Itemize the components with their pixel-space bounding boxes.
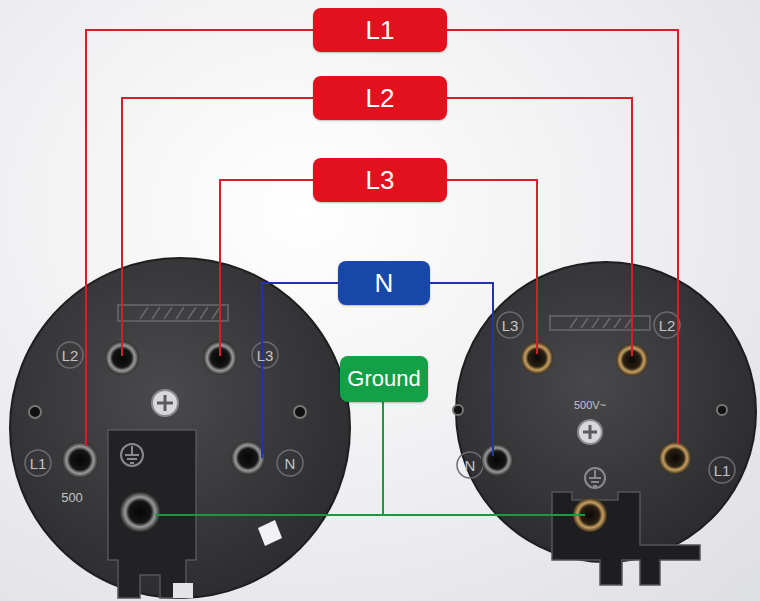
pin-hole [62, 442, 98, 478]
socket-marking: L1 [714, 463, 731, 478]
screw-hole [717, 405, 727, 415]
socket-marking: L3 [257, 348, 274, 363]
neutral-label-box: N [338, 261, 430, 305]
ground-block [552, 468, 700, 585]
socket-body [456, 262, 756, 562]
phase-label-box: L1 [313, 8, 447, 52]
wire-label: L1 [366, 17, 395, 43]
ground-label-box: Ground [340, 356, 428, 402]
socket-marking: L2 [62, 348, 79, 363]
socket-marking: 500V~ [574, 400, 606, 411]
screw-hole [294, 406, 306, 418]
l1-wire [86, 30, 678, 446]
socket-marking: L3 [502, 318, 519, 333]
ground-wire [155, 402, 585, 515]
screw-hole [29, 406, 41, 418]
socket-notch [258, 520, 282, 546]
socket-marking: N [465, 458, 476, 473]
center-screw [578, 420, 602, 444]
l2-wire [122, 98, 632, 356]
socket-marking: L2 [659, 318, 676, 333]
center-screw [152, 390, 178, 416]
phase-label-box: L2 [313, 76, 447, 120]
screw-hole [453, 405, 463, 415]
socket-marking: N [285, 456, 296, 471]
wire-label: Ground [347, 368, 420, 390]
n-wire [262, 283, 493, 458]
socket-marking: L1 [30, 456, 47, 471]
wire-label: N [375, 270, 394, 296]
socket-marking: 500 [61, 491, 83, 504]
pin-hole [659, 442, 691, 474]
wire-label: L2 [366, 85, 395, 111]
embossed-bar [118, 305, 228, 321]
pin-hole [231, 441, 265, 475]
wire-label: L3 [366, 167, 395, 193]
l3-wire [220, 180, 537, 356]
pin-hole [481, 444, 513, 476]
phase-label-box: L3 [313, 158, 447, 202]
embossed-bar [550, 316, 650, 330]
socket-body [10, 258, 350, 598]
label-ring [457, 312, 735, 483]
